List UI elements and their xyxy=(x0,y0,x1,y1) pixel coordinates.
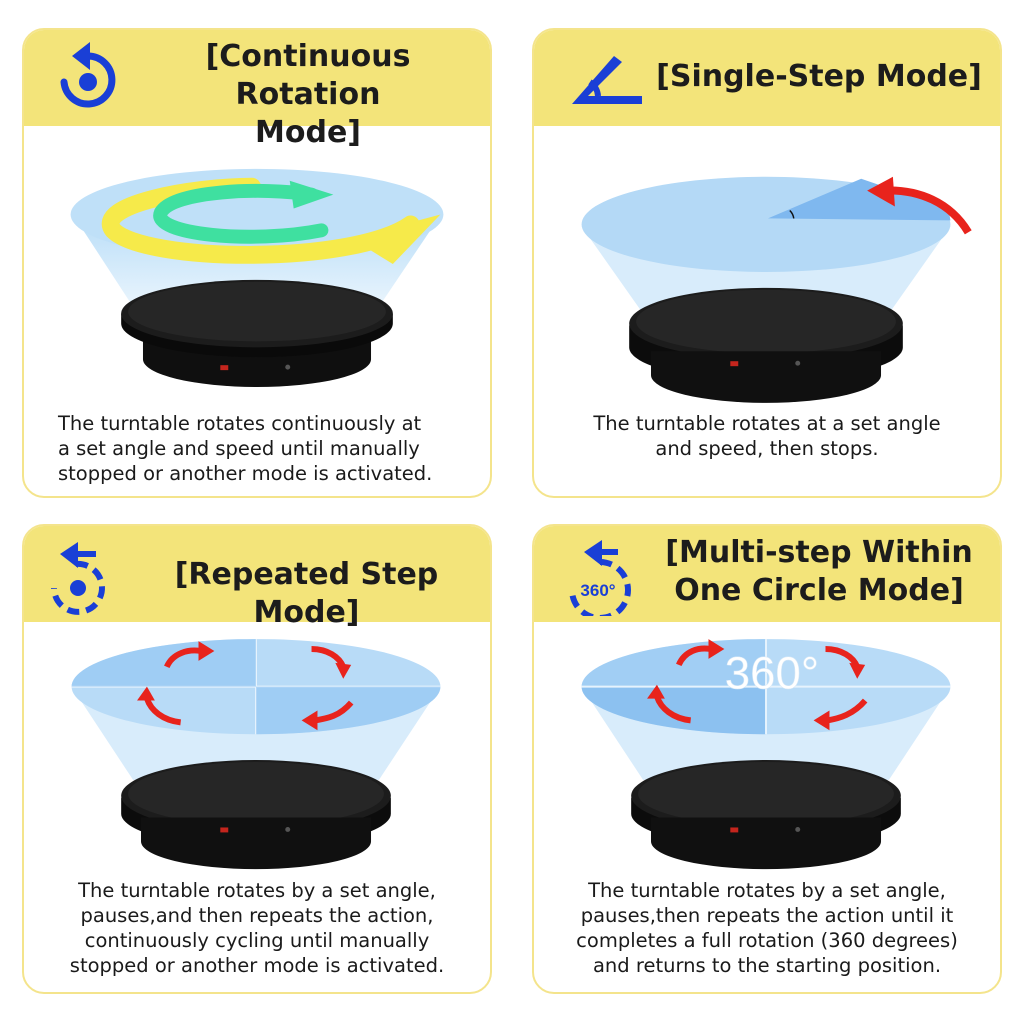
overlay-label: 360° xyxy=(725,648,819,699)
repeated-step-icon xyxy=(51,542,105,615)
card-title: [Multi-step Within One Circle Mode] xyxy=(665,535,973,608)
angle-icon xyxy=(572,56,642,104)
green-arrow xyxy=(153,183,329,244)
card-repeated-step: [Repeated Step Mode] The turntable rotat… xyxy=(22,524,492,994)
card-title: [Repeated Step Mode] xyxy=(174,557,439,630)
red-arrow xyxy=(654,645,868,724)
turntable-illustration xyxy=(71,639,441,870)
multi-step-360-icon: 360° xyxy=(569,540,631,616)
card-header xyxy=(24,526,490,622)
card-single-step: [Single-Step Mode] The turntable rotates… xyxy=(532,28,1002,498)
card-description: The turntable rotates by a set angle, pa… xyxy=(69,879,445,977)
card-header xyxy=(534,30,1000,126)
card-header xyxy=(534,526,1000,622)
turntable-illustration xyxy=(581,176,972,403)
red-arrow xyxy=(882,186,972,235)
continuous-rotation-icon xyxy=(60,42,116,108)
card-description: The turntable rotates by a set angle, pa… xyxy=(576,879,958,977)
card-description: The turntable rotates at a set angle and… xyxy=(593,412,941,460)
card-continuous-rotation: [Continuous Rotation Mode] The turntable… xyxy=(22,28,492,498)
angle-wedge xyxy=(767,178,951,221)
card-multi-step-circle: 360° [Multi-step Within One Circle Mode]… xyxy=(532,524,1002,994)
card-description: The turntable rotates continuously at a … xyxy=(58,412,433,485)
turntable-illustration: 360° xyxy=(581,639,951,870)
icon-label: 360° xyxy=(580,581,615,600)
card-title: [Continuous Rotation Mode] xyxy=(205,39,411,150)
card-title: [Single-Step Mode] xyxy=(656,59,982,94)
turntable-illustration xyxy=(70,168,444,387)
card-header xyxy=(24,30,490,126)
